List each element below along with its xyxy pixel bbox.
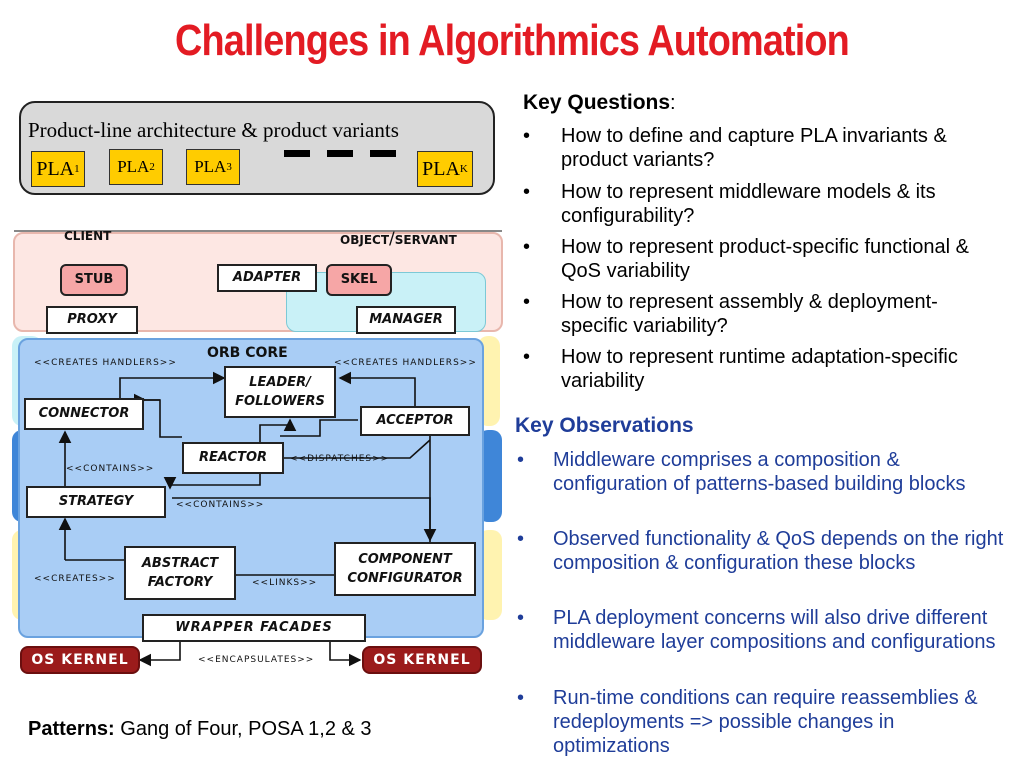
client-label: CLIENT [64,229,112,243]
proxy-box: PROXY [46,306,138,334]
object-servant-label: OBJECT/SERVANT [340,229,457,249]
strategy-box: STRATEGY [26,486,166,518]
stub-box: STUB [60,264,128,296]
acceptor-box: ACCEPTOR [360,406,470,436]
connector-box: CONNECTOR [24,398,144,430]
links-label: <<LINKS>> [252,578,318,588]
patterns-line: Patterns: Gang of Four, POSA 1,2 & 3 [28,718,372,741]
middleware-diagram: CLIENT OBJECT/SERVANT STUB ADAPTER SKEL … [0,0,510,700]
reactor-box: REACTOR [182,442,284,474]
wrapper-facades-box: WRAPPER FACADES [142,614,366,642]
dispatches-label: <<DISPATCHES>> [290,454,390,464]
leader-followers-box: LEADER/FOLLOWERS [224,366,336,418]
pla-heading: Product-line architecture & product vari… [28,118,399,142]
ellipsis-dash [327,150,353,157]
orb-core-label: ORB CORE [207,345,288,361]
diagram-arrows [58,371,437,667]
creates-handlers-right-label: <<CREATES HANDLERS>> [334,358,477,368]
contains-left-label: <<CONTAINS>> [66,464,155,474]
top-divider [14,230,502,232]
adapter-box: ADAPTER [217,264,317,292]
creates-handlers-left-label: <<CREATES HANDLERS>> [34,358,177,368]
os-kernel-right: OS KERNEL [362,646,482,674]
skel-box: SKEL [326,264,392,296]
patterns-text: Gang of Four, POSA 1,2 & 3 [114,718,372,740]
ellipsis-dash [370,150,396,157]
key-observations-heading: Key Observations [515,414,694,437]
os-kernel-left: OS KERNEL [20,646,140,674]
ellipsis-dash [284,150,310,157]
key-questions-heading: Key Questions: [523,91,676,114]
slide-title: Challenges in Algorithmics Automation [175,16,850,65]
encapsulates-label: <<ENCAPSULATES>> [198,655,315,665]
contains-mid-label: <<CONTAINS>> [176,500,265,510]
creates-label: <<CREATES>> [34,574,116,584]
patterns-label: Patterns: [28,718,115,740]
manager-box: MANAGER [356,306,456,334]
pla-box [19,101,495,195]
